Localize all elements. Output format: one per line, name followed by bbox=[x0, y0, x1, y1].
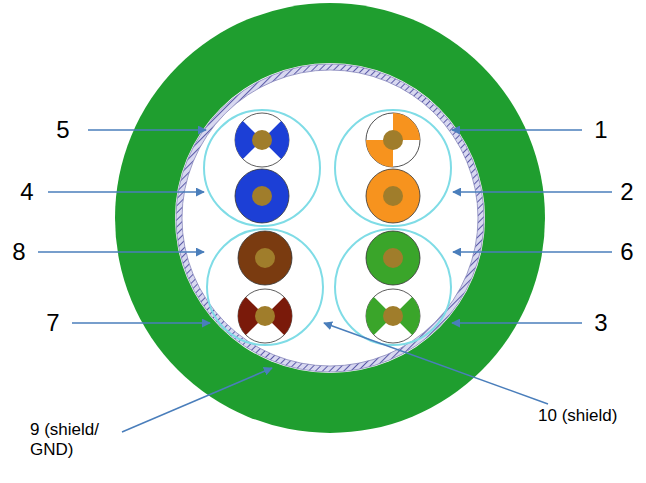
leader-line bbox=[38, 251, 204, 253]
pair-shield bbox=[204, 110, 320, 226]
pair-shield bbox=[335, 229, 451, 345]
wire-orange-white bbox=[355, 102, 431, 178]
leader-line bbox=[452, 129, 582, 131]
callout-number: 6 bbox=[612, 238, 642, 266]
wire-blue bbox=[235, 169, 289, 223]
wire-green bbox=[366, 231, 420, 285]
leader-line bbox=[453, 191, 612, 193]
leader-line bbox=[453, 251, 612, 253]
wire-brown bbox=[238, 231, 292, 285]
leader-line bbox=[88, 129, 206, 131]
callout-number: 8 bbox=[4, 238, 34, 266]
shield-label: 10 (shield) bbox=[538, 406, 642, 426]
callout-number: 4 bbox=[12, 178, 42, 206]
leader-line bbox=[452, 322, 582, 324]
callout-number: 2 bbox=[612, 178, 642, 206]
outer-jacket bbox=[115, 3, 545, 433]
callout-number: 3 bbox=[586, 309, 616, 337]
callout-number: 7 bbox=[38, 309, 68, 337]
callout-number: 5 bbox=[48, 116, 78, 144]
leader-lines bbox=[38, 130, 612, 432]
leader-line bbox=[72, 322, 210, 324]
callout-number: 1 bbox=[586, 116, 616, 144]
wire-blue-white bbox=[235, 113, 289, 167]
braid-edge bbox=[182, 70, 478, 366]
shield-label: 9 (shield/ GND) bbox=[30, 420, 122, 459]
wire-brown-white bbox=[238, 289, 292, 343]
wire-orange bbox=[366, 169, 420, 223]
leader-line bbox=[48, 191, 204, 193]
braid-shield bbox=[179, 67, 481, 369]
wire-green-white bbox=[366, 289, 420, 343]
leader-line bbox=[122, 368, 272, 432]
pair-shield bbox=[207, 229, 323, 345]
leader-line bbox=[324, 323, 548, 404]
inner-space bbox=[175, 63, 485, 373]
